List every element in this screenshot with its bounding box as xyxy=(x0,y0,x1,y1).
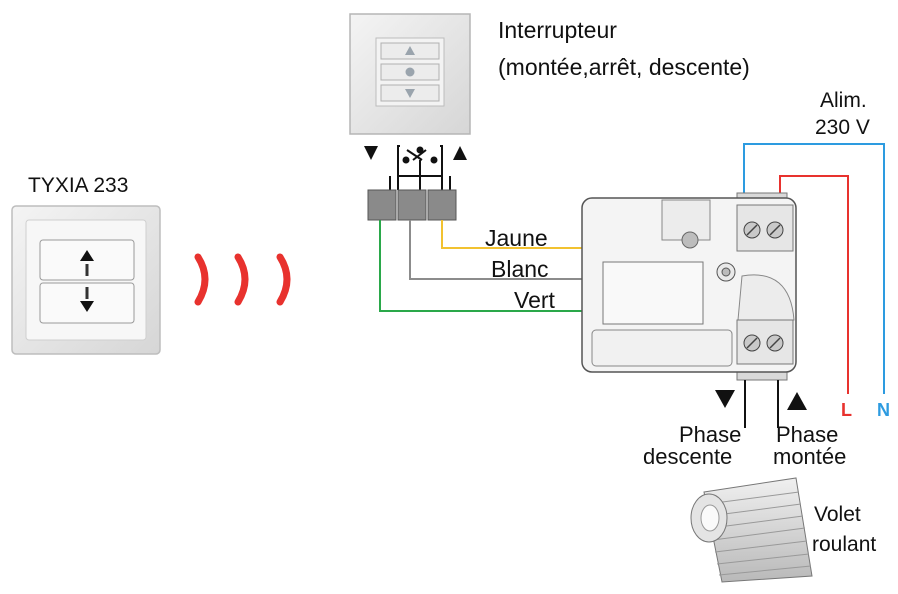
switch-title-line1: Interrupteur xyxy=(498,17,617,43)
green-wire xyxy=(379,220,582,312)
contact-dot xyxy=(430,156,438,164)
arrow-up-icon xyxy=(787,392,807,410)
live-label: L xyxy=(841,400,852,420)
roller-shutter-icon xyxy=(690,477,813,583)
wire-label-yellow: Jaune xyxy=(485,225,548,251)
up-phase-label-line2: montée xyxy=(773,444,846,469)
arrow-up-icon xyxy=(405,46,415,55)
arrow-down-icon xyxy=(80,301,94,312)
white-wire xyxy=(409,220,582,280)
switch-title-line2: (montée,arrêt, descente) xyxy=(498,54,750,80)
neutral-label: N xyxy=(877,400,890,420)
arrow-up-icon xyxy=(453,146,467,160)
contact-dot xyxy=(402,156,410,164)
radio-signal-icon xyxy=(194,253,291,306)
arrow-down-icon xyxy=(715,390,735,408)
switch-contacts-schematic xyxy=(389,145,451,190)
arrow-up-icon xyxy=(80,250,94,261)
neutral-wire xyxy=(743,143,885,394)
shutter-label-line1: Volet xyxy=(814,503,861,526)
receiver-module xyxy=(581,192,797,381)
wire-label-white: Blanc xyxy=(491,256,549,282)
remote-plate xyxy=(11,205,161,355)
arrow-down-icon xyxy=(405,89,415,98)
power-label-line2: 230 V xyxy=(815,116,870,139)
live-wire xyxy=(779,175,849,394)
contact-dot xyxy=(416,146,424,154)
power-label-line1: Alim. xyxy=(820,89,867,112)
wall-switch xyxy=(349,13,471,135)
down-phase-label-line1: Phase xyxy=(679,422,741,447)
remote-title: TYXIA 233 xyxy=(28,174,128,197)
stop-dot-icon xyxy=(405,67,415,77)
shutter-label-line2: roulant xyxy=(812,533,876,556)
yellow-wire xyxy=(441,220,582,249)
arrow-down-icon xyxy=(364,146,378,160)
down-phase-label-line2: descente xyxy=(643,444,732,469)
switch-terminal-block xyxy=(367,189,457,221)
up-phase-label-line1: Phase xyxy=(776,422,838,447)
wire-label-green: Vert xyxy=(514,287,556,313)
